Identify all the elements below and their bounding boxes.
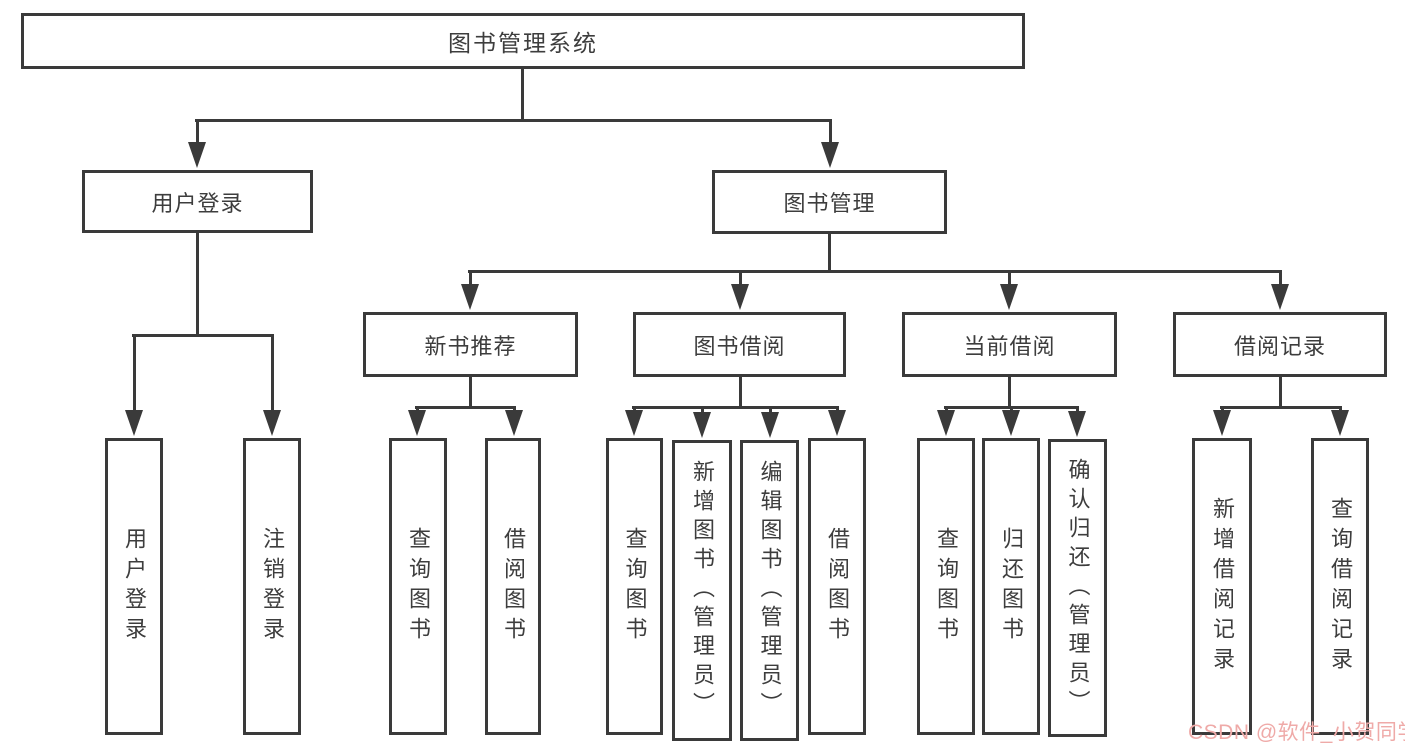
arrow-stem: [271, 335, 274, 412]
arrow-stem: [701, 407, 704, 414]
arrow-stem: [945, 407, 948, 412]
leaf-recommend-query-book: 查询图书: [389, 438, 447, 735]
leaf-current-return-book-label: 归还图书: [999, 526, 1024, 647]
leaf-current-confirm-return-admin: 确认归还（管理员）: [1048, 439, 1107, 737]
node-system-root: 图书管理系统: [21, 13, 1025, 69]
arrow-down-icon: [408, 410, 426, 436]
connector-line-vertical: [1008, 377, 1011, 409]
leaf-logout-label: 注销登录: [260, 526, 285, 647]
leaf-borrow-add-book-admin-label: 新增图书（管理员）: [690, 460, 715, 721]
node-current-borrow-label: 当前借阅: [963, 333, 1056, 359]
arrow-stem: [769, 407, 772, 414]
node-book-borrow-label: 图书借阅: [693, 333, 786, 359]
connector-line-horizontal: [195, 119, 832, 122]
leaf-recommend-borrow-book-label: 借阅图书: [501, 526, 526, 647]
arrow-stem: [133, 335, 136, 412]
node-current-borrow: 当前借阅: [902, 312, 1117, 377]
arrow-down-icon: [188, 142, 206, 168]
arrow-down-icon: [1000, 284, 1018, 310]
csdn-watermark: CSDN @软件_小贺同学: [1188, 721, 1405, 744]
connector-line-horizontal: [468, 270, 1282, 273]
leaf-borrow-borrow-book-label: 借阅图书: [825, 526, 850, 647]
leaf-borrow-add-book-admin: 新增图书（管理员）: [672, 440, 732, 741]
node-new-book-recommend-label: 新书推荐: [424, 333, 517, 359]
arrow-stem: [633, 407, 636, 412]
node-new-book-recommend: 新书推荐: [363, 312, 578, 377]
arrow-stem: [1279, 271, 1282, 286]
leaf-borrow-edit-book-admin: 编辑图书（管理员）: [740, 440, 799, 741]
node-book-management: 图书管理: [712, 170, 947, 234]
arrow-down-icon: [1271, 284, 1289, 310]
leaf-borrow-query-book-label: 查询图书: [622, 526, 648, 647]
leaf-current-query-book: 查询图书: [917, 438, 975, 735]
arrow-down-icon: [1213, 410, 1231, 436]
node-book-management-label: 图书管理: [783, 191, 876, 216]
connector-line-horizontal: [415, 406, 516, 409]
arrow-down-icon: [461, 284, 479, 310]
node-borrow-record-label: 借阅记录: [1233, 333, 1326, 359]
node-book-borrow: 图书借阅: [633, 312, 846, 377]
arrow-down-icon: [821, 142, 839, 168]
leaf-record-query-record-label: 查询借阅记录: [1328, 496, 1353, 677]
leaf-borrow-edit-book-admin-label: 编辑图书（管理员）: [757, 460, 783, 721]
arrow-stem: [416, 407, 419, 412]
connector-line-vertical: [739, 377, 742, 409]
arrow-stem: [1076, 407, 1079, 413]
arrow-down-icon: [125, 410, 143, 436]
arrow-down-icon: [937, 410, 955, 436]
leaf-logout: 注销登录: [243, 438, 301, 735]
leaf-user-login-label: 用户登录: [122, 526, 147, 647]
arrow-down-icon: [625, 410, 643, 436]
connector-line-vertical: [828, 234, 831, 272]
node-borrow-record: 借阅记录: [1173, 312, 1387, 377]
connector-line-vertical: [196, 233, 199, 337]
node-system-root-label: 图书管理系统: [448, 30, 598, 56]
node-user-login: 用户登录: [82, 170, 313, 233]
arrow-stem: [836, 407, 839, 412]
leaf-current-return-book: 归还图书: [982, 438, 1040, 735]
leaf-record-add-record-label: 新增借阅记录: [1210, 496, 1235, 677]
arrow-down-icon: [828, 410, 846, 436]
node-user-login-label: 用户登录: [151, 190, 244, 216]
arrow-down-icon: [731, 284, 749, 310]
arrow-down-icon: [693, 412, 711, 438]
leaf-borrow-borrow-book: 借阅图书: [808, 438, 866, 735]
arrow-down-icon: [1002, 410, 1020, 436]
arrow-down-icon: [1331, 410, 1349, 436]
leaf-user-login: 用户登录: [105, 438, 163, 735]
arrow-stem: [513, 407, 516, 412]
connector-line-vertical: [469, 377, 472, 409]
leaf-recommend-query-book-label: 查询图书: [406, 526, 431, 647]
arrow-stem: [829, 120, 832, 144]
connector-line-horizontal: [132, 334, 274, 337]
leaf-borrow-query-book: 查询图书: [606, 438, 663, 735]
arrow-down-icon: [761, 412, 779, 438]
arrow-stem: [1008, 271, 1011, 286]
leaf-record-add-record: 新增借阅记录: [1192, 438, 1252, 735]
leaf-record-query-record: 查询借阅记录: [1311, 438, 1369, 735]
connector-line-vertical: [521, 69, 524, 121]
arrow-down-icon: [505, 410, 523, 436]
connector-line-horizontal: [1220, 406, 1342, 409]
arrow-stem: [739, 271, 742, 286]
connector-line-horizontal: [632, 406, 839, 409]
leaf-recommend-borrow-book: 借阅图书: [485, 438, 541, 735]
arrow-down-icon: [263, 410, 281, 436]
arrow-stem: [1221, 407, 1224, 412]
arrow-stem: [196, 120, 199, 144]
arrow-stem: [469, 271, 472, 286]
leaf-current-query-book-label: 查询图书: [934, 526, 959, 647]
leaf-current-confirm-return-admin-label: 确认归还（管理员）: [1065, 457, 1091, 719]
arrow-down-icon: [1068, 411, 1086, 437]
connector-line-vertical: [1279, 377, 1282, 409]
arrow-stem: [1010, 407, 1013, 412]
arrow-stem: [1339, 407, 1342, 412]
